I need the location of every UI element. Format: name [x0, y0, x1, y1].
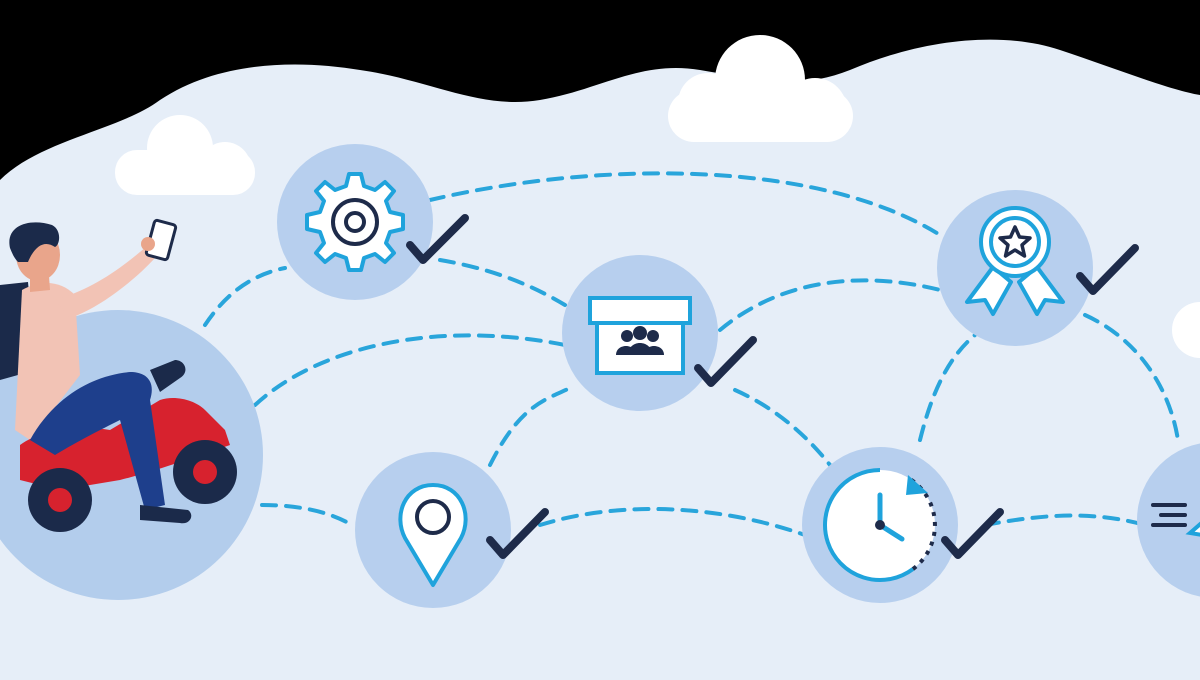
check-icon-award — [1076, 244, 1139, 295]
award-ribbon-icon — [965, 206, 1065, 316]
milestone-forward-circle — [1137, 443, 1200, 597]
rider-pants — [30, 372, 165, 510]
check-icon-gear — [406, 214, 469, 264]
rider-shirt — [15, 283, 80, 440]
atv-seat — [150, 360, 186, 392]
location-pin-icon — [398, 483, 468, 587]
dashed-paths — [203, 171, 1180, 537]
rider-shoe — [140, 505, 192, 524]
rider-arm — [55, 245, 155, 318]
clock-icon — [823, 468, 937, 582]
check-icon-location — [486, 508, 549, 559]
fast-forward-icon — [1151, 503, 1200, 537]
cloud-edge — [1172, 302, 1200, 358]
group-box-icon — [588, 296, 692, 375]
check-icon-group — [694, 336, 757, 387]
gear-icon — [305, 172, 405, 272]
check-icon-clock — [941, 508, 1004, 559]
atv-body — [20, 398, 230, 490]
cloud-right — [668, 35, 853, 142]
rider-on-atv — [0, 218, 237, 532]
smartphone-icon — [141, 218, 178, 262]
cloud-left — [115, 115, 255, 195]
rider-hair — [9, 222, 60, 262]
